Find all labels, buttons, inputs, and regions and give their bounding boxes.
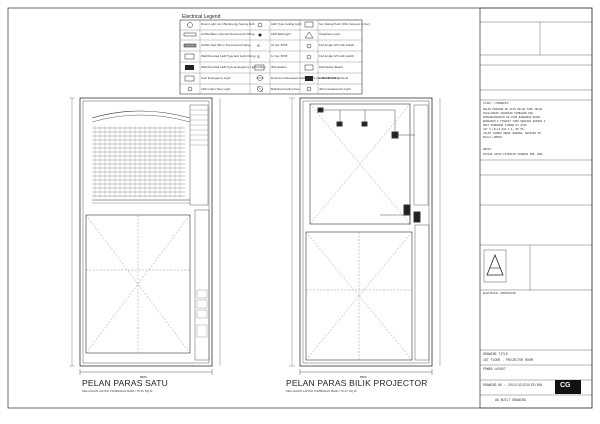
plan-title: PELAN PARAS BILIK PROJECTOR <box>286 378 428 388</box>
dimension-label: 8600 <box>360 375 367 379</box>
project-line: KUALA LUMPUR <box>483 136 502 139</box>
project-line: JALAN TUANKU ABDUL RAHMAN, SEKSYEN 35, <box>483 132 543 135</box>
electrical-contractor-label: ELECTRICAL CONTRACTOR <box>483 292 516 295</box>
legend-item: Bulkhead Ceiling Fan <box>271 87 300 91</box>
drawing-subtitle: POWER LAYOUT <box>483 367 506 371</box>
legend-item: Wall Mounted LED Type Emergency Light Fi… <box>201 65 266 69</box>
legend-item: LED Type Ceiling Light <box>271 22 302 26</box>
plan-right <box>289 97 441 375</box>
architect-logo <box>483 249 507 283</box>
legend-item: LED Under Step Light <box>201 87 231 91</box>
project-line: PENGUBAHSUAIAN KE ATAS BANGUNAN KEDAI <box>483 116 541 119</box>
project-label: TAJUK / KONSEPSI: <box>483 102 510 105</box>
legend-title: Electrical Legend <box>182 14 221 20</box>
client-label: UNTUK: <box>483 148 493 151</box>
plan-subtitle: KELUASAN LANTAI TAMBAHAN BARU 76.46 SQ.M <box>82 389 153 393</box>
legend-item: Emersion Recessed Ceiling Light c/w 18w … <box>271 76 340 80</box>
plan-subtitle: KELUASAN LANTAI TAMBAHAN BARU 76.27 SQ.M <box>286 389 357 393</box>
svg-text:S: S <box>257 54 260 59</box>
firm-logo <box>555 380 581 394</box>
legend-item: 1x Sw. 5/5/5 <box>271 54 288 58</box>
drawing-no-label: DRAWING NO : <box>483 383 506 387</box>
legend-item: kWh METER to Panel <box>319 76 349 80</box>
legend-item: 2x36w Bare Channel Fluorescent Fitting <box>201 32 255 36</box>
project-line: BANGUNAN 2 TINGKAT YANG SEDIADA KEPADA 2 <box>483 120 546 123</box>
firm-logo-text: CG <box>560 382 571 389</box>
title-block-grid <box>480 21 592 396</box>
legend-box: S S <box>179 19 363 95</box>
svg-text:S: S <box>257 43 260 48</box>
legend-item: 2x36w Tear Mirror Fluorescent Fitting <box>201 43 251 47</box>
legend-item: Down Light c/w 18w Energy Saving bulb <box>201 22 255 26</box>
plan-left <box>69 97 221 375</box>
client-name: TETUAN LOTUS FIVESTAR CINEMAS SDN. BHD. <box>483 153 544 156</box>
project-line: UNIT PANGGUNG CINEMA DI ATAS <box>483 124 527 127</box>
project-line: DILULUSKAN CADANGAN TAMBAHAN DAN <box>483 112 533 115</box>
legend-item: LED Wall Light <box>271 32 291 36</box>
legend-item: 30A Isolator <box>271 65 287 69</box>
plan-title: PELAN PARAS SATU <box>82 378 169 388</box>
legend-item: 40w Incandescent Light <box>319 87 351 91</box>
legend-item: Twin Emergency Light <box>201 76 231 80</box>
title-block-frame <box>479 7 593 409</box>
legend-item: Sw. Rating Point (15A Cennect to Sw.) <box>319 22 371 26</box>
drawing-title: 1ST FLOOR - PROJECTOR ROOM <box>483 358 533 362</box>
project-line: LOT 5 LILLA GUA 1-1, NO 56, <box>483 128 526 131</box>
drawing-title-label: DRAWING TITLE <box>483 352 508 356</box>
dimension-label: 8600 <box>140 375 147 379</box>
drawing-status: AS BUILT DRAWING <box>495 398 526 402</box>
legend-item: 3x Sw. 5/6/5 <box>271 43 288 47</box>
legend-item: 13A single S/O with switch <box>319 54 355 58</box>
legend-item: Wall Mounted LED Type Exit Light Fitting <box>201 54 256 58</box>
legend-item: 13A single S/O with switch <box>319 43 355 47</box>
legend-item: Telephone point <box>319 32 341 36</box>
project-line: PELAN PINDAAN KE ATAS PELAN YANG TELAH <box>483 108 543 111</box>
drawing-no: 2013/CG/EC6/EE/004 <box>508 383 543 387</box>
legend-item: Distribution Board <box>319 65 343 69</box>
